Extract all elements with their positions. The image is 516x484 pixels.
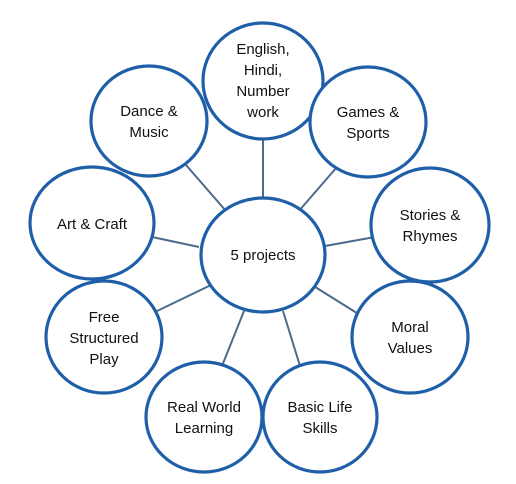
node-label-dance-music: Dance & Music xyxy=(120,103,178,141)
node-circle-english-hindi-number-work xyxy=(201,21,325,141)
node-label-moral-values: Moral Values xyxy=(387,319,433,357)
connector-dance-music xyxy=(185,164,227,212)
node-circle-stories-rhymes xyxy=(369,166,491,284)
connector-games-sports xyxy=(297,166,338,213)
node-circle-moral-values xyxy=(350,279,470,395)
node-circle-dance-music xyxy=(89,64,209,178)
node-label-stories-rhymes: Stories & Rhymes xyxy=(399,207,461,245)
node-label-real-world-learning: Real World Learning xyxy=(167,399,241,437)
connector-basic-life-skills xyxy=(282,310,301,367)
connector-art-craft xyxy=(151,236,200,248)
connector-lines xyxy=(151,138,376,367)
node-circle-real-world-learning xyxy=(144,360,264,474)
node-label-art-craft: Art & Craft xyxy=(56,215,127,233)
node-label-free-structured-play: Free Structured Play xyxy=(69,308,139,368)
node-circle-games-sports xyxy=(308,65,428,179)
center-node-circle xyxy=(199,196,327,314)
connector-real-world-learning xyxy=(221,310,245,367)
node-label-english-hindi-number-work: English, Hindi, Number work xyxy=(236,41,290,121)
node-circle-art-craft xyxy=(28,165,156,281)
node-label-games-sports: Games & Sports xyxy=(336,104,400,142)
connector-moral-values xyxy=(311,284,361,316)
node-circle-free-structured-play xyxy=(44,279,164,395)
connector-stories-rhymes xyxy=(324,236,376,247)
node-label-basic-life-skills: Basic Life Skills xyxy=(287,399,353,437)
node-circles xyxy=(28,21,491,474)
connector-free-structured-play xyxy=(154,284,212,313)
center-node-label: 5 projects xyxy=(230,246,296,264)
